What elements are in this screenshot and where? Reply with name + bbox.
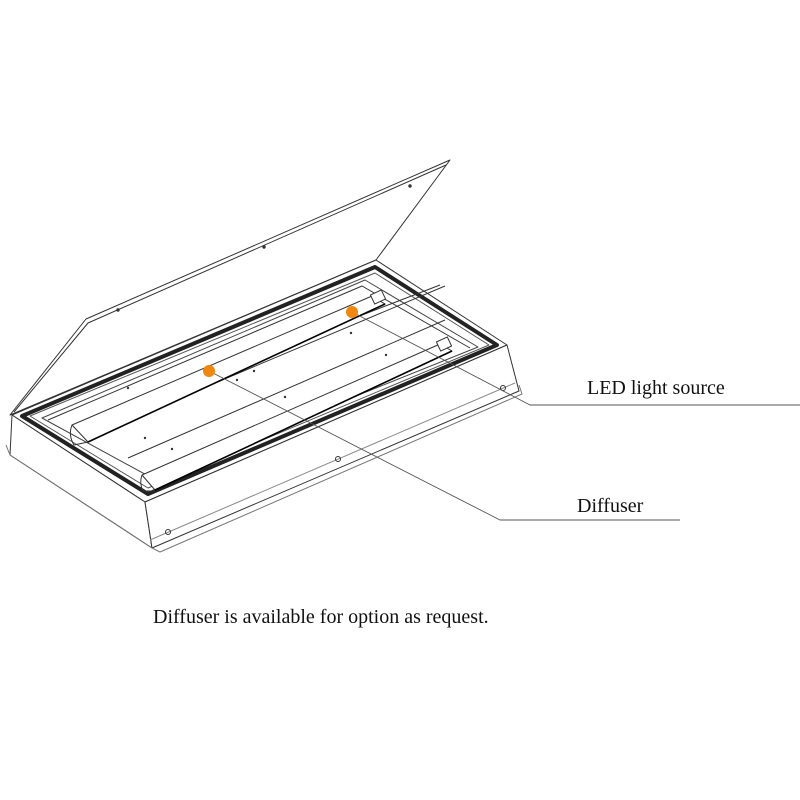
- led-tube-2: [140, 336, 453, 492]
- leader-lines: [208, 311, 800, 521]
- screw-holes: [126, 331, 388, 451]
- led-light-source-label: LED light source: [587, 377, 725, 399]
- gasket: [20, 265, 499, 496]
- diffuser-marker: [203, 365, 215, 377]
- diffuser-leader-line: [208, 370, 680, 521]
- diffuser-label: Diffuser: [577, 495, 644, 517]
- led-marker: [346, 306, 358, 318]
- led-tube-1: [69, 289, 387, 446]
- led-leader-line: [351, 311, 800, 406]
- caption: Diffuser is available for option as requ…: [153, 606, 489, 628]
- housing: [5, 259, 523, 553]
